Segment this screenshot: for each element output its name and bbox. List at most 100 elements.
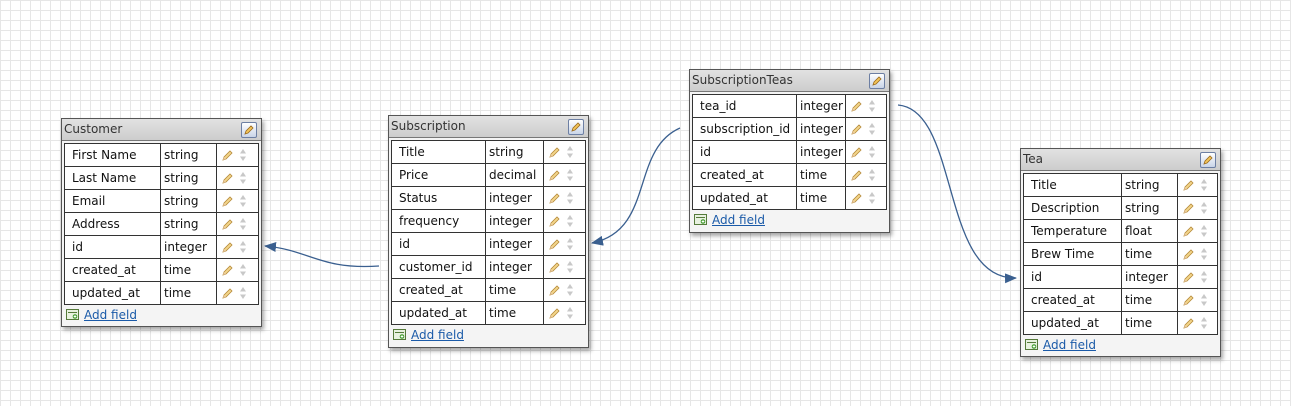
reorder-field-icon[interactable]	[1200, 316, 1208, 330]
edit-field-pencil-icon[interactable]	[1182, 179, 1195, 192]
edit-field-pencil-icon[interactable]	[1182, 271, 1195, 284]
reorder-field-icon[interactable]	[868, 122, 876, 136]
reorder-field-icon[interactable]	[1200, 201, 1208, 215]
add-field-link[interactable]: Add field	[712, 213, 765, 227]
edit-field-pencil-icon[interactable]	[548, 215, 561, 228]
add-field-link[interactable]: Add field	[411, 328, 464, 342]
edit-field-pencil-icon[interactable]	[850, 123, 863, 136]
reorder-field-icon[interactable]	[239, 286, 247, 300]
add-field-icon[interactable]	[393, 329, 406, 340]
edit-field-pencil-icon[interactable]	[221, 195, 234, 208]
reorder-field-icon[interactable]	[239, 263, 247, 277]
edit-field-pencil-icon[interactable]	[221, 149, 234, 162]
edit-field-pencil-icon[interactable]	[548, 261, 561, 274]
edit-field-pencil-icon[interactable]	[850, 146, 863, 159]
reorder-field-icon[interactable]	[1200, 178, 1208, 192]
edit-field-pencil-icon[interactable]	[221, 172, 234, 185]
edit-field-pencil-icon[interactable]	[221, 287, 234, 300]
table-header[interactable]: Subscription	[389, 116, 588, 138]
reorder-field-icon[interactable]	[1200, 247, 1208, 261]
edit-field-pencil-icon[interactable]	[548, 284, 561, 297]
reorder-field-icon[interactable]	[868, 168, 876, 182]
edit-field-pencil-icon[interactable]	[1182, 225, 1195, 238]
add-field-icon[interactable]	[1025, 339, 1038, 350]
reorder-field-icon[interactable]	[1200, 293, 1208, 307]
edit-field-pencil-icon[interactable]	[850, 100, 863, 113]
add-field-link[interactable]: Add field	[1043, 338, 1096, 352]
edit-field-pencil-icon[interactable]	[221, 218, 234, 231]
edit-field-pencil-icon[interactable]	[548, 146, 561, 159]
reorder-field-icon[interactable]	[1200, 270, 1208, 284]
reorder-field-icon[interactable]	[868, 145, 876, 159]
reorder-field-icon[interactable]	[566, 237, 574, 251]
add-field-icon[interactable]	[66, 309, 79, 320]
reorder-field-icon[interactable]	[239, 217, 247, 231]
reorder-field-icon[interactable]	[566, 306, 574, 320]
reorder-field-icon[interactable]	[239, 240, 247, 254]
edit-field-pencil-icon[interactable]	[548, 307, 561, 320]
reorder-field-icon[interactable]	[566, 145, 574, 159]
reorder-field-icon[interactable]	[239, 171, 247, 185]
edit-table-icon[interactable]	[568, 119, 584, 135]
edit-field-pencil-icon[interactable]	[1182, 248, 1195, 261]
edit-field-pencil-icon[interactable]	[850, 169, 863, 182]
table-header[interactable]: SubscriptionTeas	[690, 70, 889, 92]
reorder-field-icon[interactable]	[566, 168, 574, 182]
edit-field-pencil-icon[interactable]	[548, 169, 561, 182]
edit-field-pencil-icon[interactable]	[850, 192, 863, 205]
reorder-field-icon[interactable]	[1200, 224, 1208, 238]
edit-field-pencil-icon[interactable]	[1182, 202, 1195, 215]
edit-field-pencil-icon[interactable]	[221, 264, 234, 277]
reorder-field-icon[interactable]	[566, 214, 574, 228]
edit-field-pencil-icon[interactable]	[548, 192, 561, 205]
table-header[interactable]: Customer	[62, 119, 261, 141]
reorder-field-icon[interactable]	[566, 260, 574, 274]
reorder-field-icon[interactable]	[566, 283, 574, 297]
edit-table-icon[interactable]	[869, 73, 885, 89]
reorder-field-icon[interactable]	[239, 148, 247, 162]
reorder-field-icon[interactable]	[566, 191, 574, 205]
edit-field-pencil-icon[interactable]	[1182, 294, 1195, 307]
reorder-field-icon[interactable]	[868, 99, 876, 113]
edit-field-pencil-icon[interactable]	[221, 241, 234, 254]
edit-field-pencil-icon[interactable]	[548, 238, 561, 251]
reorder-field-icon[interactable]	[868, 191, 876, 205]
edit-field-pencil-icon[interactable]	[1182, 317, 1195, 330]
add-field-link[interactable]: Add field	[84, 308, 137, 322]
edit-table-icon[interactable]	[241, 122, 257, 138]
edit-table-icon[interactable]	[1200, 152, 1216, 168]
table-header[interactable]: Tea	[1021, 149, 1220, 171]
add-field-icon[interactable]	[694, 214, 707, 225]
reorder-field-icon[interactable]	[239, 194, 247, 208]
